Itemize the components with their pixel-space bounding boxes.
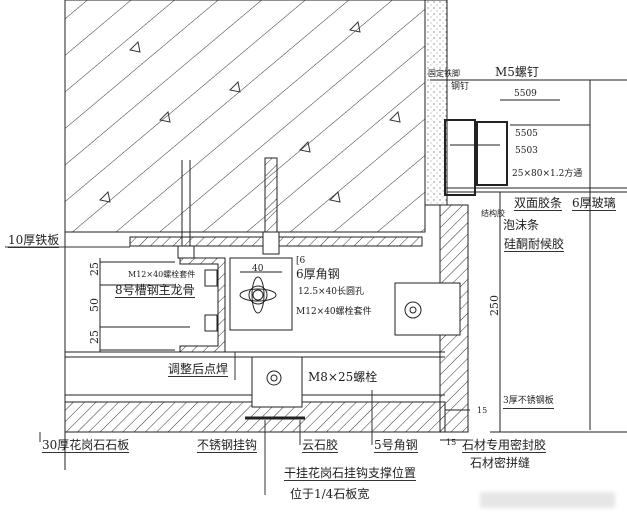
label-weld: 调整后点焊 (168, 362, 229, 377)
angle-plate (229, 257, 293, 331)
label-5505: 5505 (515, 129, 538, 139)
label-channel: 8号槽钢主龙骨 (115, 283, 195, 298)
label-structural-glue: 结构胶 (481, 209, 505, 218)
label-bolt-kit-left: M12×40螺栓套件 (128, 270, 196, 279)
concrete-wall (64, 0, 448, 470)
label-hook: 不锈钢挂钩 (197, 438, 258, 453)
right-bracket (394, 282, 461, 336)
label-dim-15a: 15 (477, 406, 488, 415)
label-fixing-foot: 固定铁脚 (428, 69, 460, 78)
label-m5-screw: M5螺钉 (495, 65, 539, 79)
label-m8-bolt: M8×25螺栓 (308, 370, 378, 384)
label-iron-plate: 10厚铁板 (8, 233, 60, 248)
glass-system (430, 79, 627, 430)
label-angle-5: 5号角钢 (374, 438, 418, 453)
channel-steel (179, 257, 226, 353)
label-dim-25b: 25 (88, 330, 101, 344)
label-slot-hole: 12.5×40长圆孔 (298, 287, 365, 297)
label-dim-15b: 15 (446, 438, 457, 447)
label-silicone: 硅酮耐候胶 (504, 237, 565, 252)
label-glass: 6厚玻璃 (572, 196, 616, 211)
label-tag-6: [6 (296, 256, 306, 266)
label-sealant: 石材专用密封胶 (462, 438, 547, 453)
label-steel-nail: 钢钉 (451, 82, 470, 92)
label-foam-strip: 泡沫条 (503, 218, 540, 232)
watermark (480, 492, 615, 508)
label-marble-glue: 云石胶 (302, 438, 339, 453)
label-hook-position-2: 位于1/4石板宽 (290, 487, 370, 501)
label-dim-40: 40 (252, 264, 264, 274)
label-5503: 5503 (515, 146, 538, 156)
label-stainless-plate: 3厚不锈钢板 (503, 394, 554, 409)
dimension-lines (100, 192, 627, 441)
label-angle-6: 6厚角钢 (296, 267, 340, 281)
label-double-tape: 双面胶条 (514, 196, 563, 211)
label-square-tube: 25×80×1.2方通 (512, 169, 583, 179)
label-granite: 30厚花岗石石板 (42, 438, 130, 453)
hook-box (245, 356, 305, 420)
label-dim-250: 250 (488, 295, 501, 316)
label-dim-50: 50 (88, 298, 101, 312)
anchor-bolts (177, 157, 280, 259)
label-dim-25a: 25 (88, 262, 101, 276)
label-5509: 5509 (514, 89, 537, 99)
label-hook-position-1: 干挂花岗石挂钩支撑位置 (284, 466, 417, 481)
label-stone-joint: 石材密拼缝 (470, 456, 531, 470)
label-bolt-kit-right: M12×40螺栓套件 (296, 307, 372, 317)
